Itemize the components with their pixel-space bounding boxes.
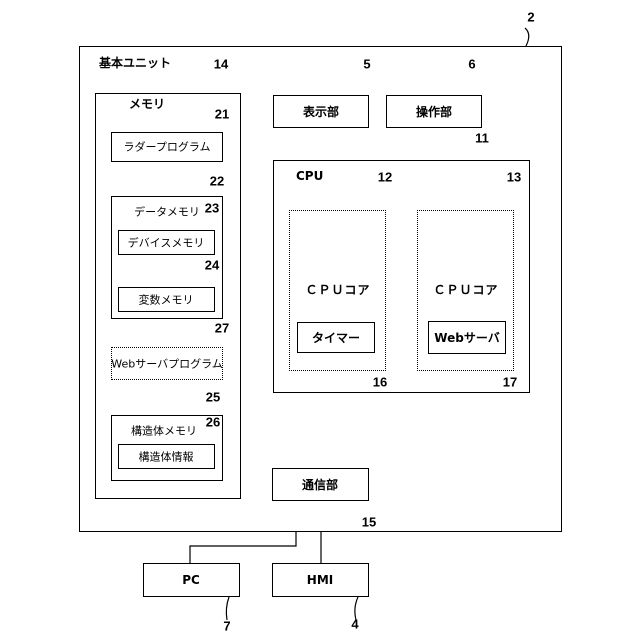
base-unit-label: 基本ユニット bbox=[99, 57, 171, 69]
cpu-core-1-label: ＣＰＵコア bbox=[305, 284, 370, 296]
ref-11: 11 bbox=[475, 132, 489, 145]
display-label: 表示部 bbox=[303, 106, 339, 118]
ref-5: 5 bbox=[363, 58, 370, 71]
cpu-label: CPU bbox=[296, 170, 323, 182]
ref-22: 22 bbox=[210, 175, 224, 188]
ref-14: 14 bbox=[214, 58, 228, 71]
ref-4: 4 bbox=[351, 618, 358, 631]
ref-7: 7 bbox=[223, 620, 230, 633]
hmi-label: HMI bbox=[307, 574, 333, 586]
ref-16: 16 bbox=[373, 376, 387, 389]
struct-memory-label: 構造体メモリ bbox=[131, 426, 197, 437]
web-server-label: Webサーバ bbox=[434, 332, 499, 344]
operation-label: 操作部 bbox=[416, 106, 452, 118]
ref-26: 26 bbox=[206, 416, 220, 429]
cpu-core-2-label: ＣＰＵコア bbox=[433, 284, 498, 296]
ref-25: 25 bbox=[206, 391, 220, 404]
device-memory-label: デバイスメモリ bbox=[128, 238, 205, 249]
leader-7 bbox=[226, 597, 229, 620]
ref-15: 15 bbox=[362, 516, 376, 529]
ref-27: 27 bbox=[215, 322, 229, 335]
ladder-program-label: ラダープログラム bbox=[123, 142, 210, 153]
data-memory-label: データメモリ bbox=[134, 207, 200, 218]
timer-label: タイマー bbox=[312, 332, 360, 344]
ref-6: 6 bbox=[468, 58, 475, 71]
comm-label: 通信部 bbox=[302, 479, 338, 491]
leader-2 bbox=[525, 28, 529, 46]
ref-13: 13 bbox=[507, 171, 521, 184]
ref-21: 21 bbox=[215, 108, 229, 121]
struct-info-label: 構造体情報 bbox=[139, 452, 194, 463]
ref-17: 17 bbox=[503, 376, 517, 389]
ref-23: 23 bbox=[205, 202, 219, 215]
ref-24: 24 bbox=[205, 259, 219, 272]
ref-12: 12 bbox=[378, 171, 392, 184]
ref-2: 2 bbox=[527, 11, 534, 24]
web-server-program-label: Webサーバプログラム bbox=[111, 359, 223, 370]
memory-label: メモリ bbox=[129, 98, 165, 110]
pc-label: PC bbox=[182, 574, 200, 586]
variable-memory-label: 変数メモリ bbox=[139, 295, 194, 306]
